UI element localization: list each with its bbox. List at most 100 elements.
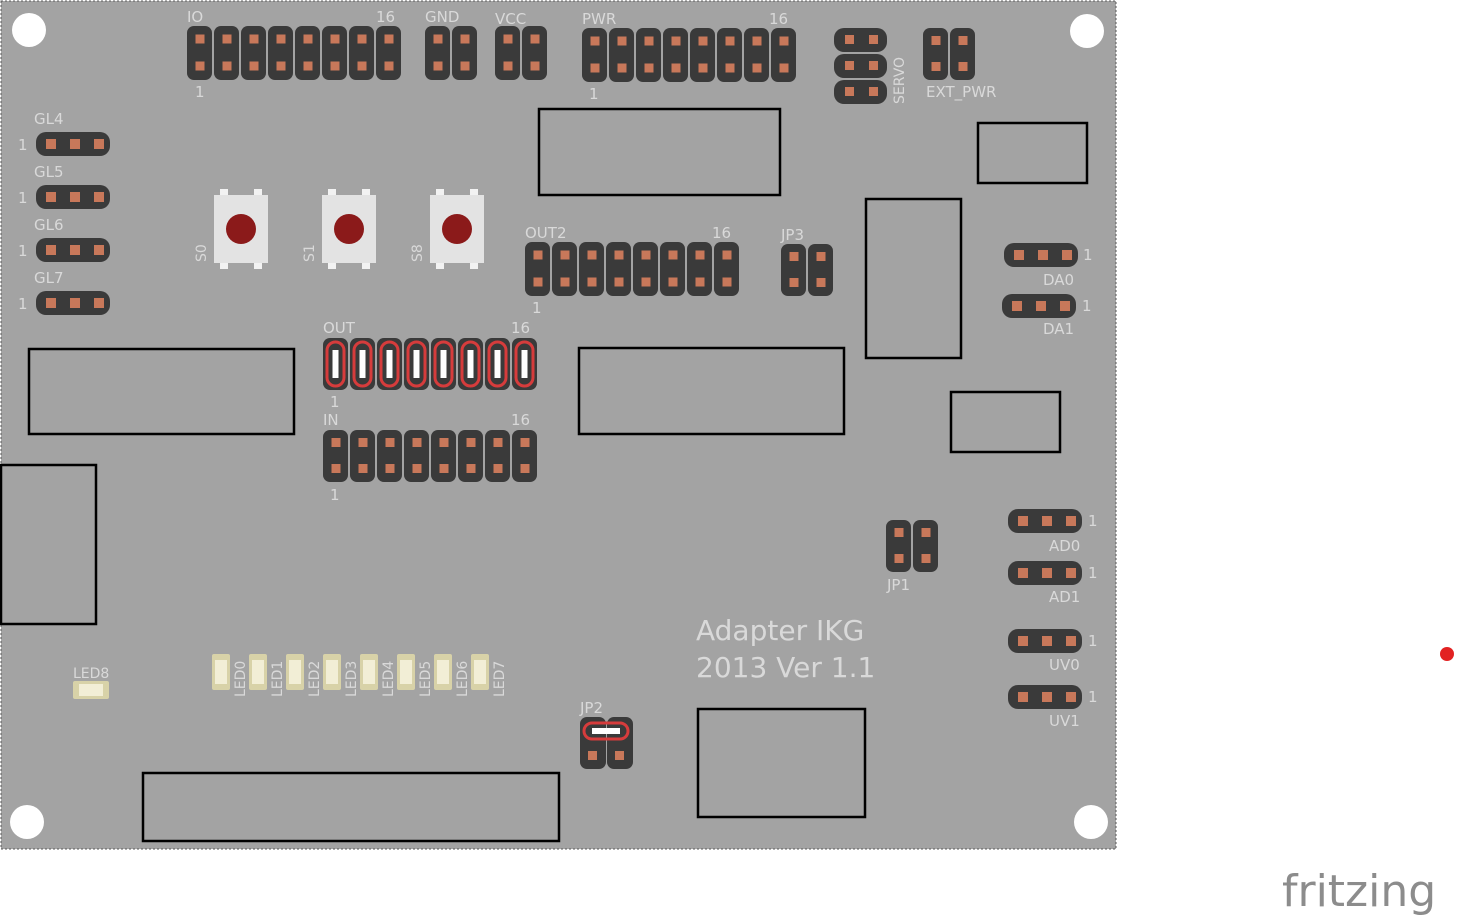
pin-pad (698, 63, 708, 73)
header-pin-column (923, 28, 948, 80)
io-header-pin-last: 16 (376, 8, 395, 26)
out-header-pin-last: 16 (511, 319, 530, 337)
header-ad0[interactable] (1008, 509, 1082, 533)
led-label: LED2 (307, 661, 323, 697)
pin-pad (384, 34, 394, 44)
gl-header-pin-1: 1 (18, 189, 28, 207)
button-leg (220, 262, 228, 269)
pin-pad (614, 277, 624, 287)
pin-pad (845, 87, 854, 96)
header-uv0[interactable] (1008, 629, 1082, 653)
led-body (215, 660, 227, 684)
led-led0 (212, 654, 230, 690)
pin-pad (894, 528, 904, 537)
jumper-highlight (487, 340, 508, 388)
header-pin-column (660, 242, 685, 296)
header-da1[interactable] (1002, 294, 1076, 318)
header-pin-column (886, 520, 911, 572)
header-pin-column (808, 244, 833, 296)
in-header[interactable] (323, 430, 537, 482)
header-body (834, 54, 887, 78)
pin-pad (46, 192, 56, 202)
pin-pad (958, 36, 968, 45)
header-pin-column (323, 430, 348, 482)
io-header[interactable] (187, 26, 401, 80)
header-pin-column (425, 26, 450, 80)
jp1-header[interactable] (886, 520, 938, 572)
gl-header-gl4[interactable] (36, 132, 110, 156)
pin-pad (1042, 568, 1052, 578)
led-body (474, 660, 486, 684)
pcb-board (0, 0, 1117, 850)
header-ad1[interactable] (1008, 561, 1082, 585)
jumper-highlight (460, 340, 481, 388)
jp3-header[interactable] (781, 244, 833, 296)
gl-header-gl5[interactable] (36, 185, 110, 209)
ext-pwr-header-label: EXT_PWR (926, 83, 996, 102)
header-pin-column (458, 430, 483, 482)
header-pin-column (579, 242, 604, 296)
mounting-hole (1074, 805, 1108, 839)
jumper-highlight (433, 340, 454, 388)
led-body (79, 684, 103, 696)
out-header[interactable] (323, 338, 537, 390)
jumper-shunt (413, 350, 420, 378)
pin-pad (869, 61, 878, 70)
header-pin-column (633, 242, 658, 296)
pin-pad (357, 34, 367, 44)
header-pin-column (404, 430, 429, 482)
pin-pad (845, 61, 854, 70)
gl-header-label: GL7 (34, 269, 64, 287)
gnd-header-label: GND (425, 8, 459, 26)
button-leg (220, 189, 228, 196)
led-body (400, 660, 412, 684)
pin-pad (94, 192, 104, 202)
in-header-pin-last: 16 (511, 411, 530, 429)
header-pin-column (187, 26, 212, 80)
pin-pad (894, 554, 904, 563)
jp2-header[interactable] (580, 717, 633, 769)
pin-pad (1018, 636, 1028, 646)
pin-pad (671, 36, 681, 46)
pin-pad (46, 245, 56, 255)
header-pin-1: 1 (1088, 632, 1098, 650)
header-body (834, 28, 887, 52)
push-button-s8[interactable] (430, 189, 484, 269)
pwr-header[interactable] (582, 28, 796, 82)
header-pin-column (377, 430, 402, 482)
header-pin-column (663, 28, 688, 82)
pin-pad (698, 36, 708, 46)
pin-pad (816, 278, 826, 287)
servo-header[interactable] (834, 28, 887, 104)
gl-header-gl6[interactable] (36, 238, 110, 262)
pin-pad (1042, 692, 1052, 702)
push-button-s0[interactable] (214, 189, 268, 269)
gnd-header[interactable] (425, 26, 477, 80)
led-label: LED6 (455, 661, 471, 697)
out-header-pin-first: 1 (330, 393, 340, 411)
board-title-line2: 2013 Ver 1.1 (696, 651, 875, 684)
pin-pad (358, 464, 368, 473)
pin-pad (590, 63, 600, 73)
push-button-s1[interactable] (322, 189, 376, 269)
led8-label: LED8 (73, 666, 109, 682)
pin-pad (587, 277, 597, 287)
pin-pad (560, 250, 570, 260)
pin-pad (752, 63, 762, 73)
pin-pad (1066, 692, 1076, 702)
header-da0[interactable] (1004, 243, 1078, 267)
component-outline (537, 107, 782, 197)
fritzing-logo: fritzing (1282, 866, 1436, 917)
pin-pad (70, 245, 80, 255)
header-uv1[interactable] (1008, 685, 1082, 709)
vcc-header[interactable] (495, 26, 547, 80)
pin-pad (1018, 568, 1028, 578)
header-pin-column (349, 26, 374, 80)
io-header-pin-first: 1 (195, 83, 205, 101)
gl-header-gl7[interactable] (36, 291, 110, 315)
out2-header[interactable] (525, 242, 739, 296)
pin-pad (222, 61, 232, 71)
header-pin-1: 1 (1088, 564, 1098, 582)
pin-pad (921, 528, 931, 537)
ext-pwr-header[interactable] (923, 28, 975, 80)
